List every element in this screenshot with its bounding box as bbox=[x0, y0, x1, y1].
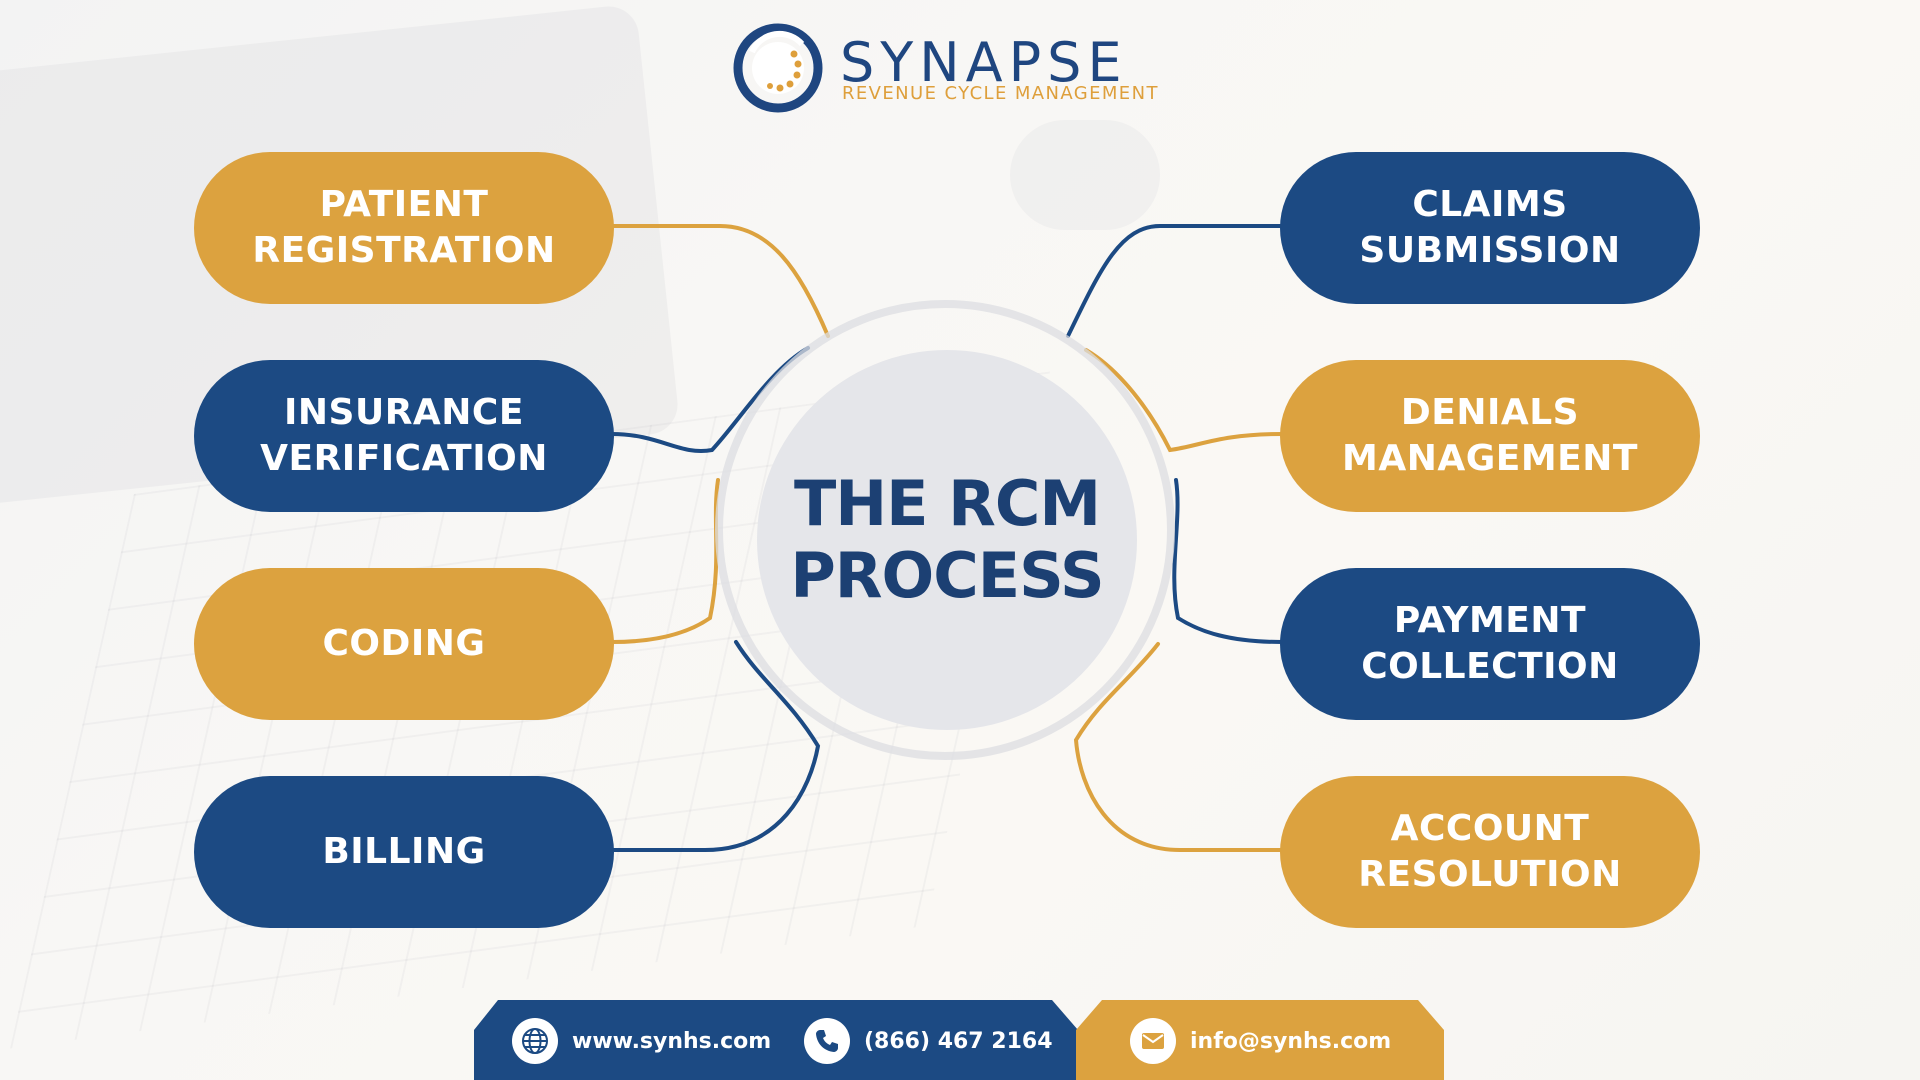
connector-coding bbox=[610, 478, 720, 644]
connector-payment-collection bbox=[1172, 478, 1284, 644]
envelope-icon bbox=[1130, 1018, 1176, 1064]
connector-account-resolution bbox=[1073, 642, 1284, 852]
brand-logo: SYNAPSE REVENUE CYCLE MANAGEMENT bbox=[732, 22, 1164, 114]
footer-email[interactable]: info@synhs.com bbox=[1130, 1018, 1391, 1064]
website-link[interactable]: www.synhs.com bbox=[572, 1028, 772, 1054]
step-label: DENIALS MANAGEMENT bbox=[1342, 392, 1638, 479]
step-patient-registration[interactable]: PATIENT REGISTRATION bbox=[194, 152, 614, 304]
center-ring bbox=[715, 300, 1175, 760]
step-coding[interactable]: CODING bbox=[194, 568, 614, 720]
step-label: CODING bbox=[322, 623, 486, 664]
step-insurance-verification[interactable]: INSURANCE VERIFICATION bbox=[194, 360, 614, 512]
connector-denials-management bbox=[1084, 348, 1284, 453]
step-billing[interactable]: BILLING bbox=[194, 776, 614, 928]
globe-icon bbox=[512, 1018, 558, 1064]
step-denials-management[interactable]: DENIALS MANAGEMENT bbox=[1280, 360, 1700, 512]
step-label: CLAIMS SUBMISSION bbox=[1359, 184, 1621, 271]
step-label: PATIENT REGISTRATION bbox=[252, 184, 556, 271]
step-payment-collection[interactable]: PAYMENT COLLECTION bbox=[1280, 568, 1700, 720]
connector-billing bbox=[610, 640, 821, 852]
phone-icon bbox=[804, 1018, 850, 1064]
step-claims-submission[interactable]: CLAIMS SUBMISSION bbox=[1280, 152, 1700, 304]
footer-contact-bar bbox=[474, 1000, 1078, 1080]
brand-tagline: REVENUE CYCLE MANAGEMENT bbox=[842, 83, 1159, 104]
synapse-logo-icon bbox=[733, 23, 823, 113]
connector-patient-registration bbox=[610, 224, 830, 338]
center-circle: THE RCM PROCESS bbox=[757, 350, 1137, 730]
phone-number[interactable]: (866) 467 2164 bbox=[864, 1028, 1053, 1054]
background-mouse-shape bbox=[1010, 120, 1160, 230]
step-label: PAYMENT COLLECTION bbox=[1361, 600, 1619, 687]
brand-name: SYNAPSE bbox=[840, 31, 1128, 94]
connector-claims-submission bbox=[1066, 224, 1284, 338]
footer-phone[interactable]: (866) 467 2164 bbox=[804, 1018, 1053, 1064]
step-label: BILLING bbox=[322, 831, 486, 872]
step-account-resolution[interactable]: ACCOUNT RESOLUTION bbox=[1280, 776, 1700, 928]
footer-website[interactable]: www.synhs.com bbox=[512, 1018, 771, 1064]
email-address[interactable]: info@synhs.com bbox=[1190, 1028, 1392, 1054]
step-label: ACCOUNT RESOLUTION bbox=[1358, 808, 1622, 895]
center-title-line2: PROCESS bbox=[790, 539, 1104, 612]
center-title-line1: THE RCM bbox=[793, 467, 1101, 540]
step-label: INSURANCE VERIFICATION bbox=[260, 392, 548, 479]
